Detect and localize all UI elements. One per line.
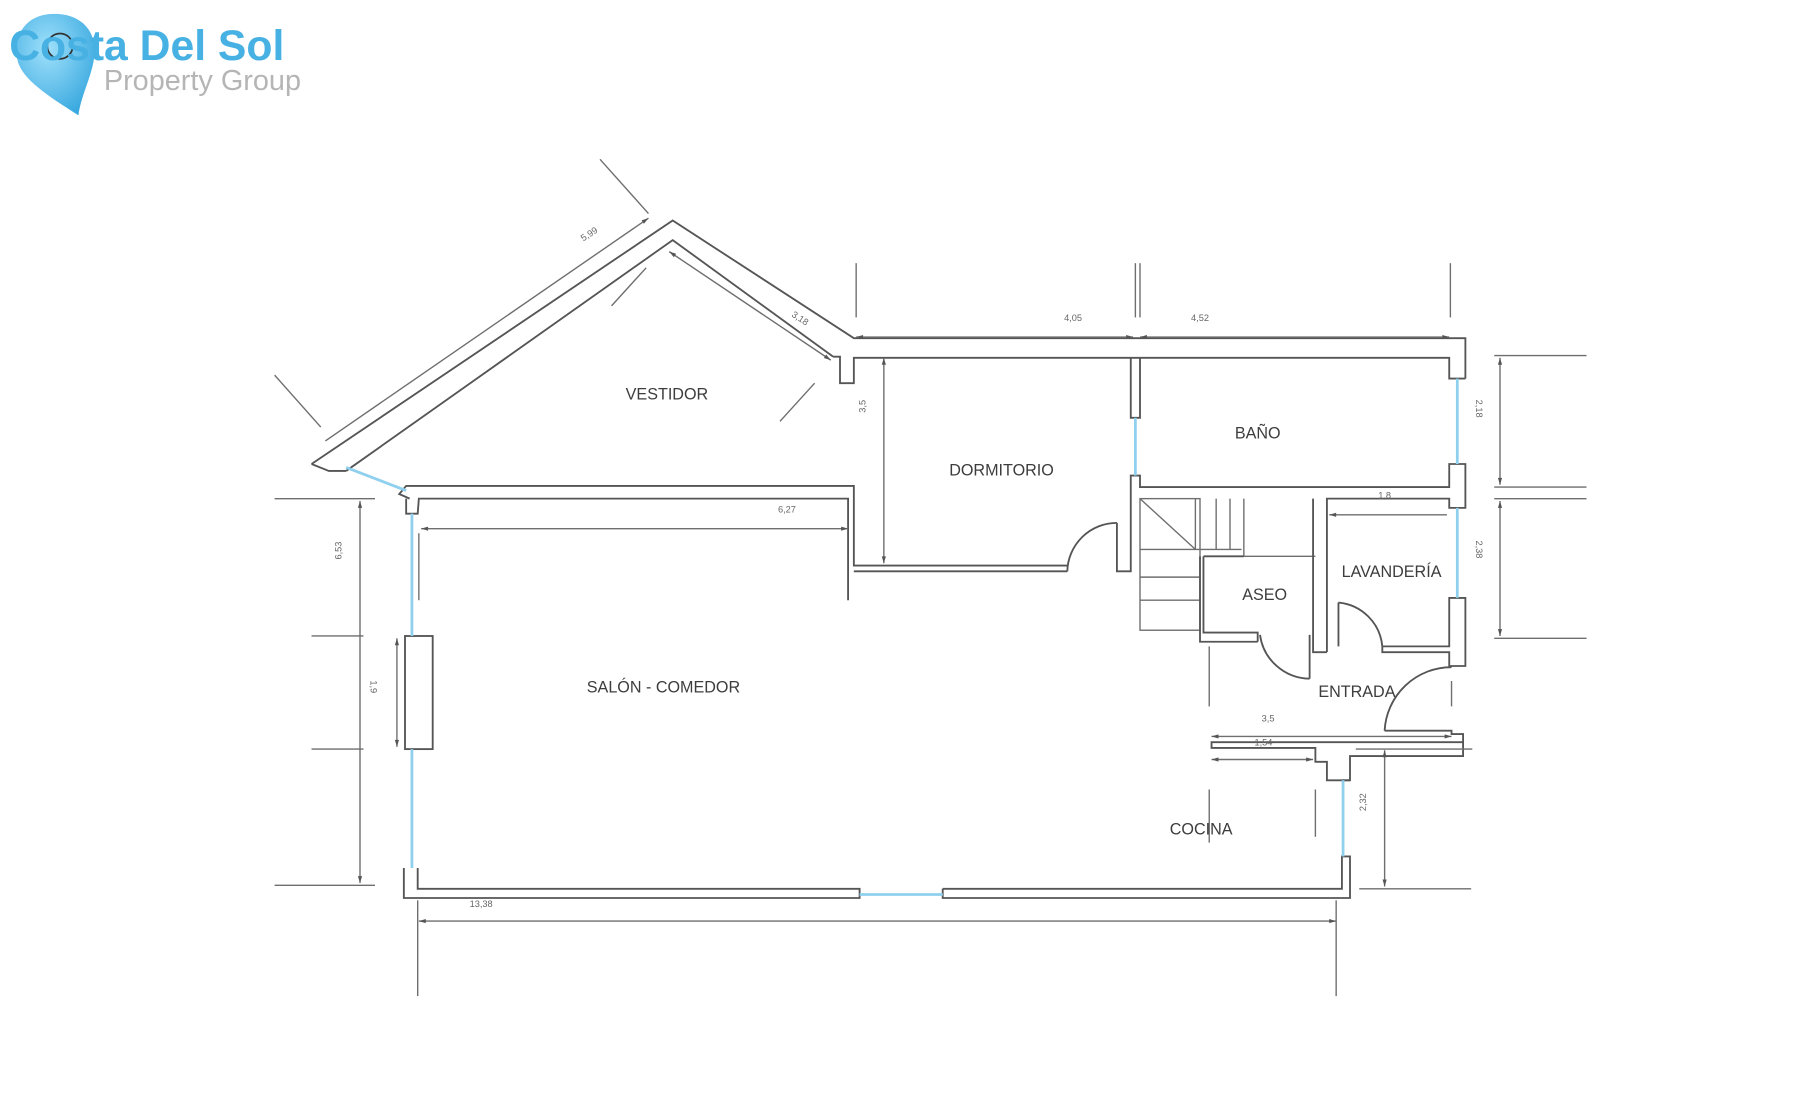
- dim-label: 2,18: [1474, 400, 1484, 418]
- room-label-vestidor: VESTIDOR: [626, 385, 709, 403]
- room-label-dormitorio: DORMITORIO: [949, 462, 1054, 480]
- dim-label: 4,52: [1191, 313, 1209, 323]
- room-label-entrada: ENTRADA: [1318, 683, 1395, 701]
- dim-label: 6,53: [334, 542, 344, 560]
- dim-label: 5,99: [579, 225, 599, 243]
- dim-label: 3,5: [1262, 713, 1275, 723]
- dim-label: 2,32: [1358, 793, 1368, 811]
- logo-subtitle: Property Group: [104, 65, 301, 97]
- dim-label: 1,54: [1254, 738, 1272, 748]
- room-label-bano: BAÑO: [1235, 423, 1281, 443]
- map-pin-icon: [16, 13, 95, 116]
- dimension-labels: 5,99 3,18 4,05 4,52 3,5 2,18 2,38 1,8 6,…: [334, 225, 1484, 909]
- logo-brand: Costa Del Sol: [9, 22, 284, 70]
- windows: [345, 378, 1459, 896]
- dim-label: 3,18: [790, 309, 810, 327]
- room-labels: VESTIDOR DORMITORIO BAÑO ASEO LAVANDERÍA…: [587, 385, 1442, 838]
- dim-label: 1,8: [1378, 491, 1391, 501]
- room-label-aseo: ASEO: [1242, 586, 1287, 604]
- dim-label: 6,27: [778, 504, 796, 514]
- dim-label: 1,9: [368, 680, 378, 693]
- dimension-lines: [274, 217, 1587, 997]
- dim-label: 3,5: [857, 400, 867, 413]
- dim-label: 13,38: [470, 899, 493, 909]
- room-label-cocina: COCINA: [1170, 821, 1233, 839]
- pin-ring: [46, 32, 74, 60]
- logo: Costa Del Sol Property Group: [9, 13, 301, 116]
- dim-label: 4,05: [1064, 313, 1082, 323]
- room-label-salon-comedor: SALÓN - COMEDOR: [587, 678, 740, 697]
- dim-label: 2,38: [1474, 540, 1484, 558]
- room-label-lavanderia: LAVANDERÍA: [1342, 562, 1442, 581]
